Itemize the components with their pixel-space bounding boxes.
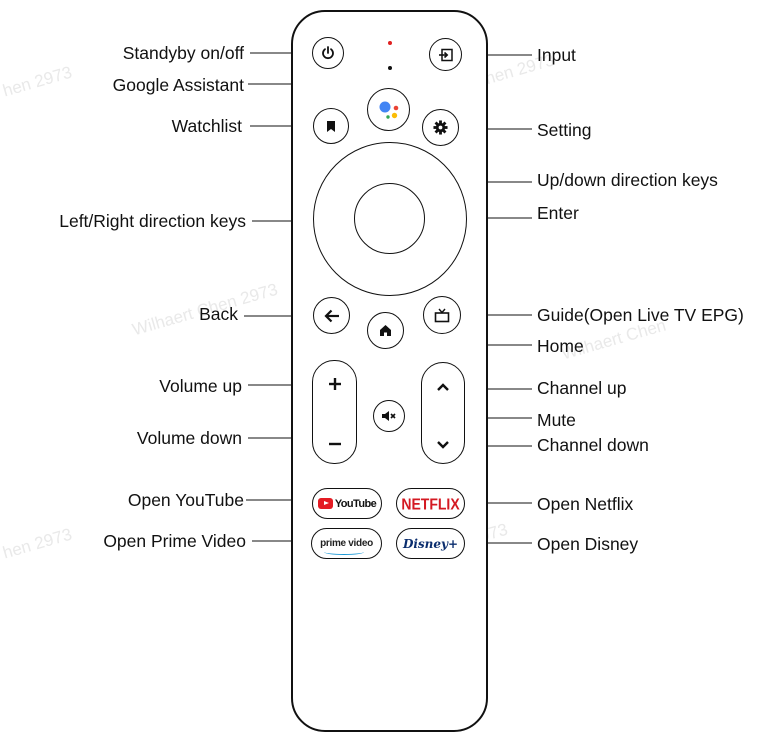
back-button[interactable] (313, 297, 350, 334)
label-volume-up: Volume up (159, 376, 242, 396)
volume-down-button[interactable] (326, 436, 344, 446)
tv-icon (434, 308, 450, 322)
home-icon (380, 325, 391, 336)
channel-up-button[interactable] (435, 380, 451, 392)
volume-rocker (312, 360, 357, 464)
label-open-netflix: Open Netflix (537, 494, 634, 514)
youtube-play-icon (317, 498, 333, 509)
arrow-left-icon (323, 309, 339, 322)
minus-icon (329, 442, 341, 446)
label-setting: Setting (537, 120, 592, 140)
prime-smile-icon (324, 549, 365, 555)
enter-button[interactable] (354, 183, 425, 254)
label-google-assistant: Google Assistant (112, 75, 244, 95)
label-up-down-keys: Up/down direction keys (537, 170, 718, 190)
home-button[interactable] (367, 312, 404, 349)
channel-down-button[interactable] (435, 438, 451, 450)
google-assistant-button[interactable] (367, 88, 410, 131)
label-back: Back (199, 304, 238, 324)
input-button[interactable] (429, 38, 462, 71)
disney-plus-logo: Disney+ (402, 536, 459, 551)
microphone-hole (388, 66, 392, 70)
label-guide: Guide(Open Live TV EPG) (537, 305, 744, 325)
label-enter: Enter (537, 203, 579, 223)
netflix-logo: NETFLIX (401, 494, 460, 513)
disney-plus-button[interactable]: Disney+ (396, 528, 465, 559)
gear-icon (433, 120, 448, 135)
label-left-right-keys: Left/Right direction keys (59, 211, 246, 231)
youtube-logo: YouTube (317, 497, 377, 510)
label-channel-down: Channel down (537, 435, 649, 455)
label-channel-up: Channel up (537, 378, 627, 398)
power-button[interactable] (312, 37, 344, 69)
label-mute: Mute (537, 410, 576, 430)
watchlist-button[interactable] (313, 108, 349, 144)
label-open-disney: Open Disney (537, 534, 639, 554)
netflix-button[interactable]: NETFLIX (396, 488, 465, 519)
mute-button[interactable] (373, 400, 405, 432)
youtube-button[interactable]: YouTube (312, 488, 382, 519)
label-open-youtube: Open YouTube (127, 490, 244, 510)
label-input: Input (537, 45, 576, 65)
chevron-down-icon (437, 441, 449, 449)
label-home: Home (537, 336, 584, 356)
setting-button[interactable] (422, 109, 459, 146)
label-standby: Standyby on/off (122, 43, 244, 63)
led-indicator (388, 41, 392, 45)
input-icon (438, 48, 453, 61)
prime-video-button[interactable]: prime video (311, 528, 382, 559)
label-open-prime-video: Open Prime Video (103, 531, 246, 551)
chevron-up-icon (437, 383, 449, 391)
youtube-label: YouTube (334, 497, 377, 510)
guide-button[interactable] (423, 296, 461, 334)
power-icon (322, 46, 334, 60)
bookmark-icon (327, 120, 335, 132)
prime-video-logo: prime video (320, 538, 373, 555)
plus-icon (329, 378, 341, 390)
prime-video-label: prime video (320, 538, 373, 549)
label-volume-down: Volume down (136, 428, 242, 448)
mute-icon (382, 411, 396, 421)
label-watchlist: Watchlist (171, 116, 242, 136)
volume-up-button[interactable] (326, 375, 344, 393)
google-assistant-icon (379, 101, 398, 119)
